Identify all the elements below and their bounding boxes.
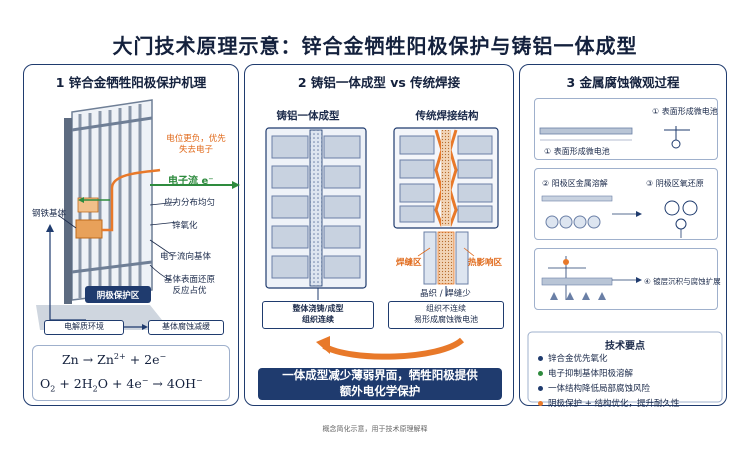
- page-title: 大门技术原理示意：锌合金牺牲阳极保护与铸铝一体成型: [112, 34, 638, 58]
- label-base-reduce: 基体表面还原 反应占优: [164, 275, 216, 297]
- tech-point-item: 阴极保护 + 结构优化，提升耐久性: [538, 397, 680, 409]
- label-zinc-ox: 锌氧化: [172, 221, 198, 231]
- step2-label: ② 阳极区金属溶解: [542, 179, 608, 188]
- tech-points-box: [527, 331, 723, 403]
- conclusion-banner: 一体成型减少薄弱界面，牺牲阳极提供 额外电化学保护: [258, 368, 502, 400]
- base-corrosion-box: 基体腐蚀减缓: [148, 320, 224, 335]
- casting-block-icon: [265, 127, 367, 289]
- comparison-arrow: [322, 337, 465, 360]
- tech-points-title: 技术要点: [605, 341, 645, 352]
- label-steel: 钢铁基体: [32, 209, 67, 219]
- casting-subtitle: 铸铝一体成型: [276, 110, 340, 122]
- step3-box: [534, 248, 718, 310]
- label-e-to-base: 电子流向基体: [160, 252, 212, 262]
- equation-zinc-oxidation: Zn → Zn2+ + 2e−: [62, 352, 167, 368]
- label-potential: 电位更负，优先 失去电子: [166, 134, 226, 156]
- step3-label: ③ 阴极区氧还原: [646, 179, 704, 188]
- welding-desc-box: 组织不连续 易形成腐蚀微电池: [388, 301, 504, 329]
- panel1-title: 1 锌合金牺牲阳极保护机理: [55, 75, 207, 90]
- tech-points-list: 锌合金优先氧化 电子抑制基体阳极溶解 一体结构降低局部腐蚀风险 阴极保护 + 结…: [538, 352, 680, 409]
- haz-zone-label: 热影响区: [468, 258, 503, 268]
- footer-note: 概念简化示意，用于技术原理解释: [322, 425, 428, 433]
- weld-zone-label: 焊缝区: [396, 258, 422, 268]
- tech-point-item: 锌合金优先氧化: [538, 352, 680, 364]
- electrolyte-box: 电解质环境: [44, 320, 124, 335]
- welding-block-icon: [393, 127, 499, 285]
- electron-path-orange: [102, 168, 161, 232]
- tech-point-item: 一体结构降低局部腐蚀风险: [538, 382, 680, 394]
- welding-subtitle: 传统焊接结构: [415, 110, 479, 122]
- step4-label: ④ 镀层沉积与腐蚀扩展: [644, 277, 721, 286]
- grain-label-sub: 焊缝少: [445, 289, 471, 299]
- equation-oxygen-reduction: O2 + 2H2O + 4e− → 4OH−: [40, 376, 203, 394]
- label-stress: 应力分布均匀: [164, 198, 216, 208]
- panel3-title: 3 金属腐蚀微观过程: [566, 75, 680, 90]
- anode-zone-label: 阴极保护区: [85, 286, 151, 303]
- step1-label-left: ① 表面形成微电池: [544, 147, 610, 156]
- casting-desc-box: 整体浇铸/成型 组织连续: [262, 301, 374, 329]
- tech-point-item: 电子抑制基体阳极溶解: [538, 367, 680, 379]
- step1-label-right: ① 表面形成微电池: [652, 107, 718, 116]
- grain-label-main: 晶织: [420, 289, 438, 299]
- panel2-title: 2 铸铝一体成型 vs 传统焊接: [297, 75, 461, 90]
- equation-box: [32, 345, 230, 401]
- label-electron-flow: 电子流 e⁻: [168, 176, 214, 187]
- grain-label: 晶织 / 焊缝少: [420, 289, 471, 299]
